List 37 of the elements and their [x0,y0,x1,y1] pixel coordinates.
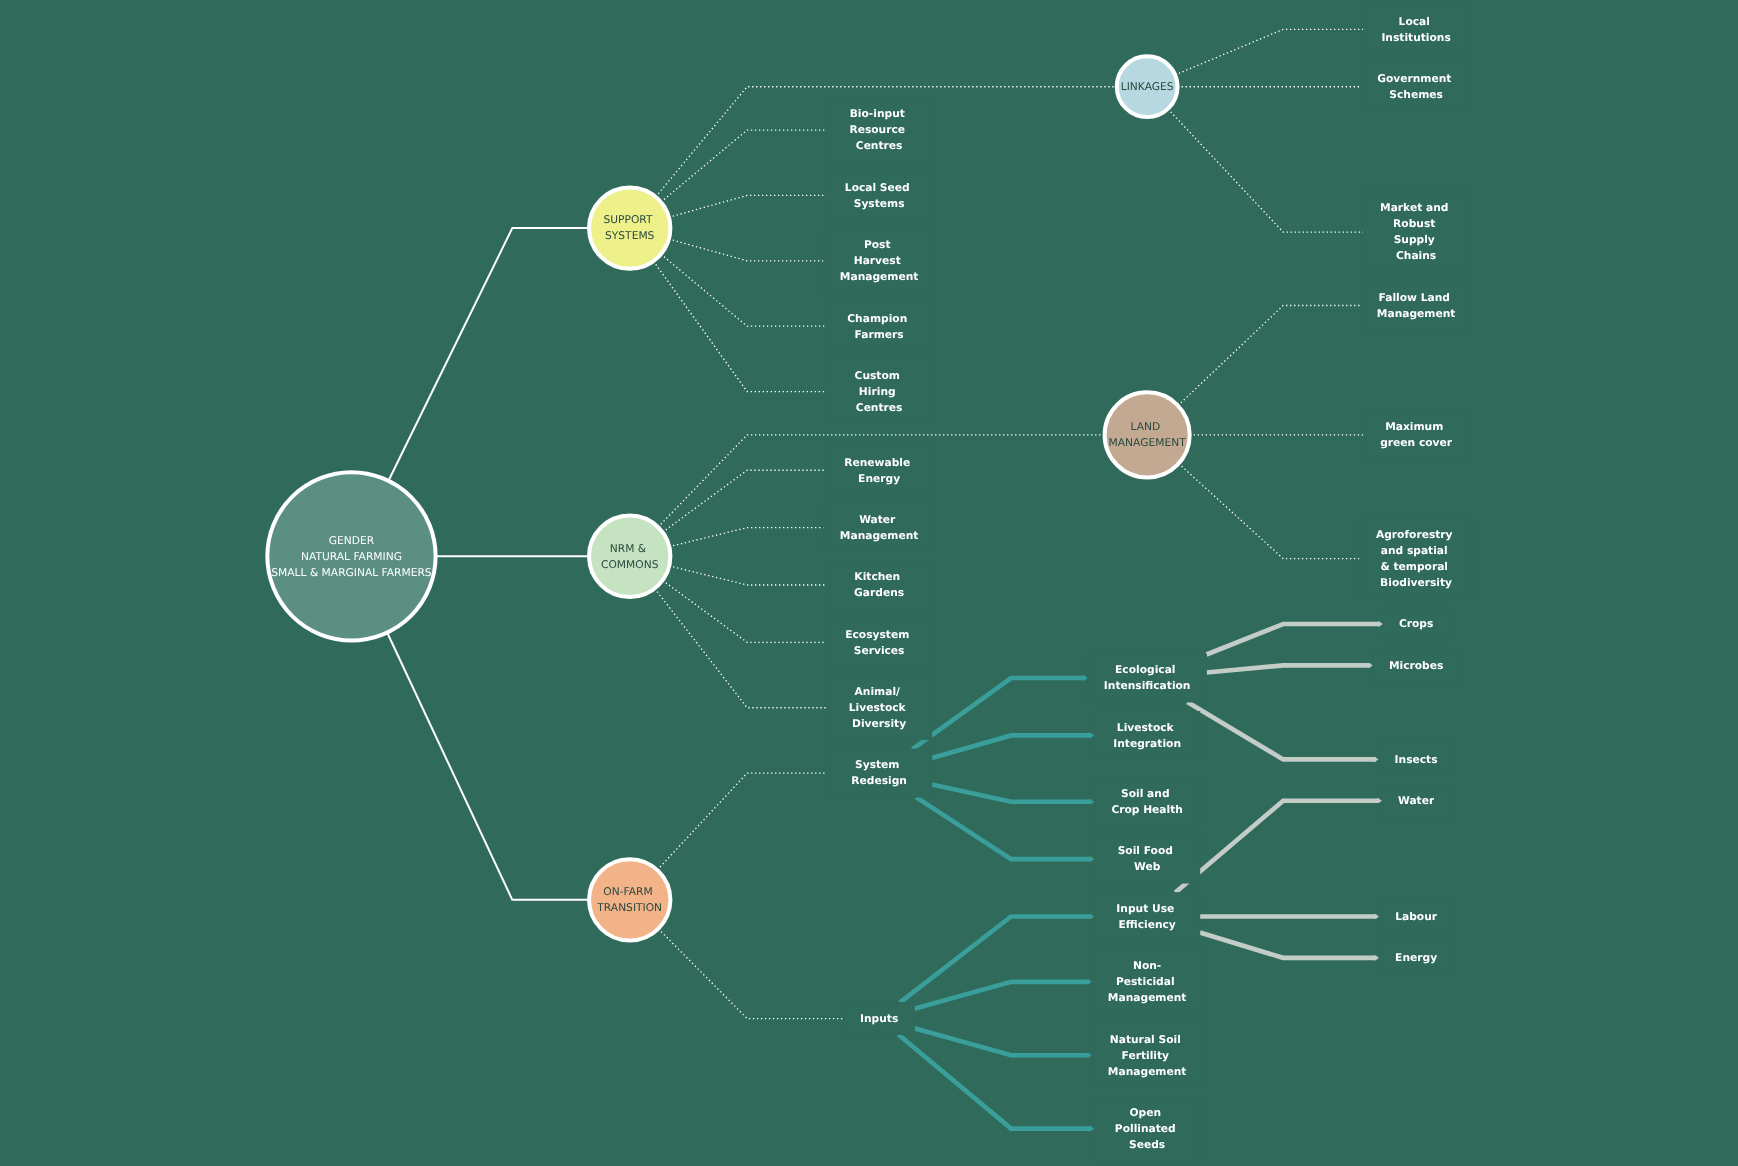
connector [385,631,590,901]
connector [1176,86,1361,88]
connector [667,194,827,218]
arrow [930,732,1094,761]
connector [1177,462,1360,560]
connector [1173,28,1364,76]
arrow [1173,797,1382,895]
connector [654,86,1117,198]
connector [1166,108,1364,233]
connector [653,587,827,709]
connector [667,565,827,586]
arrow [910,675,1088,751]
arrow [913,795,1094,863]
connector [667,238,824,262]
arrow [930,782,1094,805]
arrow [1205,662,1373,675]
connector [386,227,590,482]
arrow [1204,621,1383,657]
connector [659,253,827,327]
connector [656,928,844,1020]
connector [1188,434,1364,436]
connector [661,579,827,643]
arrow [897,913,1094,1005]
arrow [1199,913,1379,920]
connector [651,260,827,393]
connector [655,772,827,871]
arrow [1185,700,1379,763]
arrow [1198,930,1379,961]
connector [661,469,827,533]
connector [656,434,1105,528]
connector [433,555,590,558]
arrow [912,978,1092,1012]
connector [667,526,824,548]
connector [659,129,827,203]
connector [1176,304,1361,407]
arrow [912,1026,1092,1059]
arrow [896,1032,1094,1132]
